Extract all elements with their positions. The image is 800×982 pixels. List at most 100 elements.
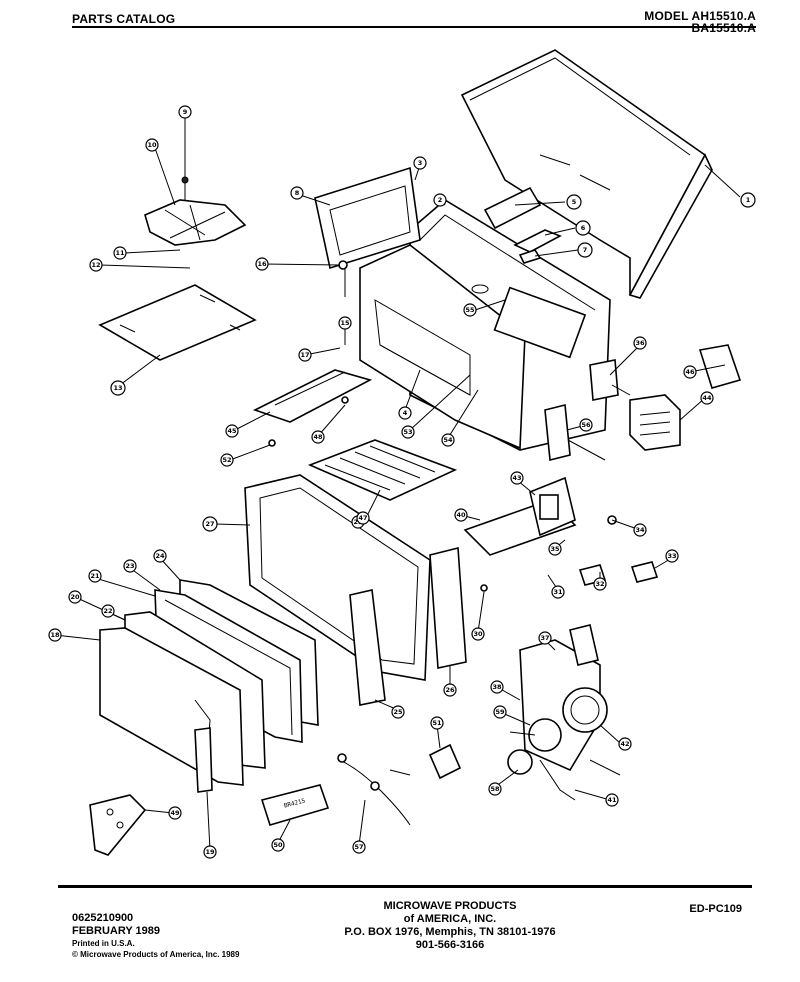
svg-text:43: 43 [512, 474, 521, 482]
callout-53: 53 [401, 425, 415, 439]
svg-text:9: 9 [183, 108, 188, 116]
svg-text:21: 21 [90, 572, 100, 580]
callout-55: 55 [463, 303, 477, 317]
svg-text:59: 59 [495, 708, 505, 716]
callout-42: 42 [618, 737, 632, 751]
callout-59: 59 [493, 705, 507, 719]
svg-text:36: 36 [635, 339, 645, 347]
callout-46: 46 [683, 365, 697, 379]
svg-text:17: 17 [300, 351, 309, 359]
callout-51: 51 [430, 716, 444, 730]
svg-text:56: 56 [581, 421, 591, 429]
svg-text:50: 50 [273, 841, 283, 849]
svg-text:1: 1 [746, 196, 751, 204]
svg-text:33: 33 [667, 552, 676, 560]
wire-harness [337, 753, 411, 826]
callout-37: 37 [538, 631, 552, 645]
callout-30: 30 [471, 627, 485, 641]
part-label-block: BR4215 [260, 784, 330, 826]
catalog-title: PARTS CATALOG [72, 12, 176, 26]
callout-16: 16 [255, 257, 269, 271]
callout-25: 25 [391, 705, 405, 719]
callout-13: 13 [110, 380, 126, 396]
svg-text:20: 20 [70, 593, 80, 601]
callout-32: 32 [593, 577, 607, 591]
svg-text:16: 16 [257, 260, 267, 268]
svg-text:24: 24 [155, 552, 165, 560]
svg-text:53: 53 [403, 428, 412, 436]
transformer [463, 476, 577, 556]
callout-35: 35 [548, 542, 562, 556]
callout-49: 49 [168, 806, 182, 820]
callout-22: 22 [101, 604, 115, 618]
brackets [483, 186, 562, 264]
svg-text:44: 44 [702, 394, 712, 402]
callout-58: 58 [488, 782, 502, 796]
switch-assembly [507, 624, 608, 801]
svg-text:35: 35 [550, 545, 560, 553]
model-line-1: MODEL AH15510.A [644, 9, 756, 23]
callout-7: 7 [577, 242, 593, 258]
company-line-1: MICROWAVE PRODUCTS [383, 900, 517, 912]
callout-38: 38 [490, 680, 504, 694]
company-line-4: 901-566-3166 [415, 939, 485, 951]
callout-36: 36 [633, 336, 647, 350]
callout-8: 8 [290, 186, 304, 200]
svg-text:4: 4 [403, 409, 408, 417]
callout-bubbles: 1 2 3 4 5 6 7 8 9 10 11 12 13 15 16 17 1… [48, 105, 756, 859]
svg-text:8: 8 [295, 189, 300, 197]
callout-21: 21 [88, 569, 102, 583]
svg-text:40: 40 [456, 511, 466, 519]
company-line-3: P.O. BOX 1976, Memphis, TN 38101-1976 [344, 926, 556, 938]
stirrer-fan [144, 150, 247, 246]
callout-3: 3 [413, 156, 427, 170]
callout-50: 50 [271, 838, 285, 852]
door-latch [194, 727, 213, 793]
callout-41: 41 [605, 793, 619, 807]
svg-text:3: 3 [418, 159, 423, 167]
svg-text:46: 46 [685, 368, 695, 376]
exploded-parts-diagram: BR4215 [48, 49, 756, 859]
svg-text:55: 55 [465, 306, 475, 314]
callout-6: 6 [575, 220, 591, 236]
footer-company: MICROWAVE PRODUCTS of AMERICA, INC. P.O.… [310, 900, 590, 952]
svg-text:38: 38 [492, 683, 502, 691]
svg-text:2: 2 [438, 196, 443, 204]
svg-text:52: 52 [222, 456, 231, 464]
svg-text:27: 27 [205, 520, 214, 528]
hinge-plate [89, 794, 147, 856]
svg-text:6: 6 [581, 224, 586, 232]
svg-text:51: 51 [432, 719, 442, 727]
svg-text:13: 13 [113, 384, 122, 392]
callout-40: 40 [454, 508, 468, 522]
header-rule [72, 26, 756, 28]
printed-in: Printed in U.S.A. [72, 939, 135, 948]
svg-text:49: 49 [170, 809, 180, 817]
callout-33: 33 [665, 549, 679, 563]
svg-text:15: 15 [340, 319, 350, 327]
svg-text:34: 34 [635, 526, 645, 534]
svg-text:10: 10 [147, 141, 157, 149]
callout-18: 18 [48, 628, 62, 642]
callout-15: 15 [338, 316, 352, 330]
door-frame [244, 474, 431, 681]
svg-text:45: 45 [227, 427, 237, 435]
callout-17: 17 [298, 348, 312, 362]
side-strips [349, 546, 467, 706]
callout-52: 52 [220, 453, 234, 467]
callout-27: 27 [202, 516, 218, 532]
svg-text:57: 57 [354, 843, 363, 851]
door-layers [99, 579, 319, 791]
svg-text:25: 25 [393, 708, 403, 716]
small-parts [268, 260, 659, 780]
model-numbers: MODEL AH15510.A BA15510.A [644, 10, 756, 34]
svg-text:31: 31 [553, 588, 563, 596]
callout-48: 48 [311, 430, 325, 444]
company-line-2: of AMERICA, INC. [403, 913, 497, 925]
callout-5: 5 [566, 194, 582, 210]
svg-text:23: 23 [125, 562, 134, 570]
callout-57: 57 [352, 840, 366, 854]
svg-text:19: 19 [205, 848, 215, 856]
callout-31: 31 [551, 585, 565, 599]
